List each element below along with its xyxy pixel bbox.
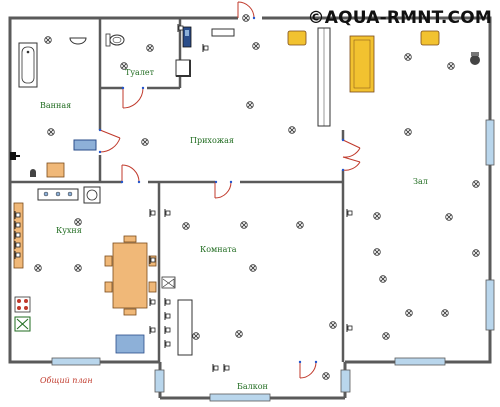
water-heater [182, 26, 192, 48]
kitchen-sink [14, 316, 31, 332]
dining-table [104, 235, 157, 316]
walls [8, 16, 492, 400]
boiler [30, 162, 65, 178]
kitchen-mat [115, 334, 145, 354]
label-bathroom: Ванная [40, 101, 71, 110]
label-kitchen: Кухня [56, 226, 82, 235]
doors [99, 1, 361, 379]
windows [51, 119, 495, 402]
shaft [175, 59, 191, 77]
label-room: Комната [200, 245, 237, 254]
speaker [470, 52, 480, 65]
label-toilet: Туалет [125, 68, 155, 77]
toilet-fixture [105, 33, 125, 47]
tap-icon [10, 152, 20, 160]
wardrobe-hallway [317, 27, 331, 127]
tv-stand [177, 299, 193, 356]
ceiling-lights [34, 14, 480, 380]
label-balcony: Балкон [237, 382, 268, 391]
fridge [83, 186, 101, 204]
label-hall: Зал [413, 177, 428, 186]
kitchen-counter-top [37, 188, 79, 201]
sink-bathroom [69, 37, 87, 45]
radiator-kitchen [161, 276, 176, 289]
stove [14, 296, 31, 313]
sofa [349, 35, 375, 93]
shelf-hallway [211, 28, 235, 37]
armchair-left [287, 30, 307, 46]
inner-walls [10, 18, 345, 362]
washing-machine [73, 139, 97, 151]
label-hallway: Прихожая [190, 136, 234, 145]
armchair-right [420, 30, 440, 46]
plan-caption: Общий план [40, 376, 93, 385]
watermark-logo: ©AQUA-RMNT.COM [307, 8, 492, 28]
bathtub [18, 42, 38, 88]
